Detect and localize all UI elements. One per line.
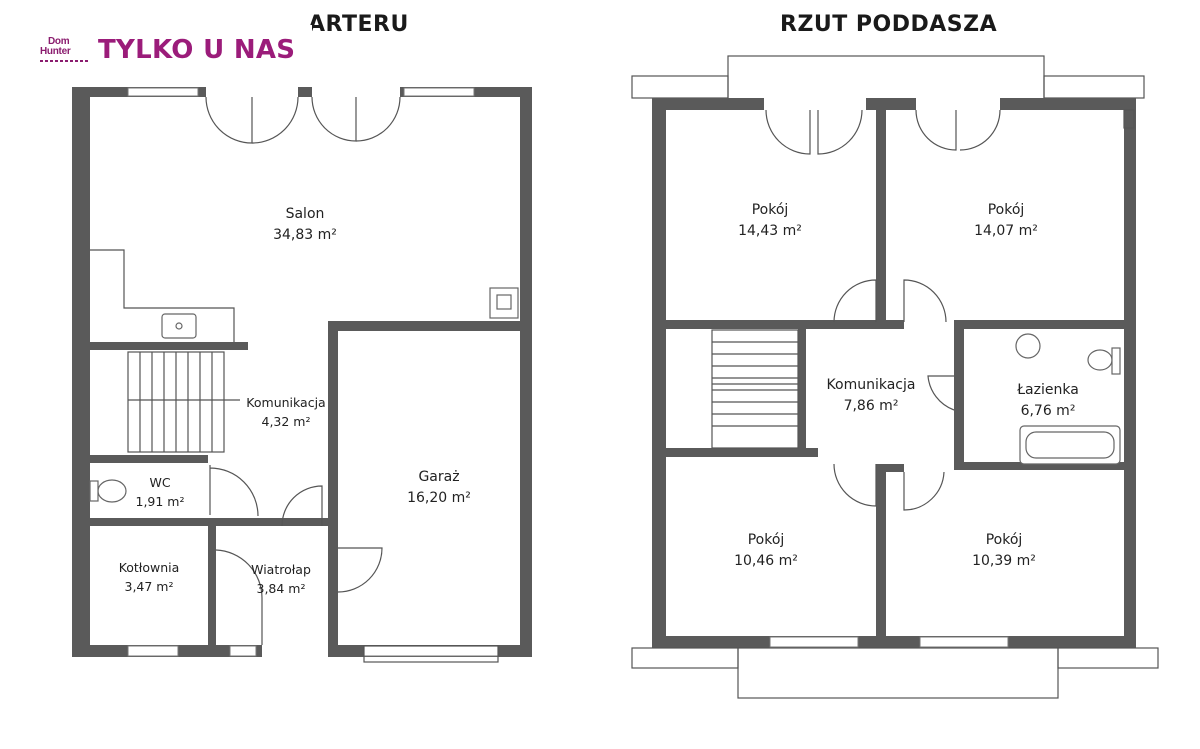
room-lazienka: Łazienka 6,76 m² (1017, 382, 1079, 419)
room-wiatrolap: Wiatrołap 3,84 m² (251, 562, 311, 596)
room-salon: Salon 34,83 m² (273, 206, 337, 243)
room-komunikacja-ground: Komunikacja 4,32 m² (246, 395, 326, 429)
room-pokoj-1: Pokój 14,43 m² (738, 202, 802, 239)
domhunter-logo-icon: Dom Hunter (40, 36, 92, 66)
promo-badge: Dom Hunter TYLKO U NAS (30, 25, 312, 83)
attic-floor-title: RZUT PODDASZA (780, 12, 998, 37)
room-pokoj-4: Pokój 10,39 m² (972, 532, 1036, 569)
attic-floor-plan (631, 55, 1159, 699)
ground-floor-plan (72, 87, 532, 663)
ground-floor-title: ARTERU (308, 12, 409, 37)
room-pokoj-2: Pokój 14,07 m² (974, 202, 1038, 239)
room-pokoj-3: Pokój 10,46 m² (734, 532, 798, 569)
room-kotlownia: Kotłownia 3,47 m² (118, 560, 180, 594)
room-garaz: Garaż 16,20 m² (407, 469, 471, 506)
badge-text: TYLKO U NAS (98, 35, 296, 65)
room-wc: WC 1,91 m² (135, 475, 185, 509)
room-komunikacja-attic: Komunikacja 7,86 m² (826, 377, 916, 414)
